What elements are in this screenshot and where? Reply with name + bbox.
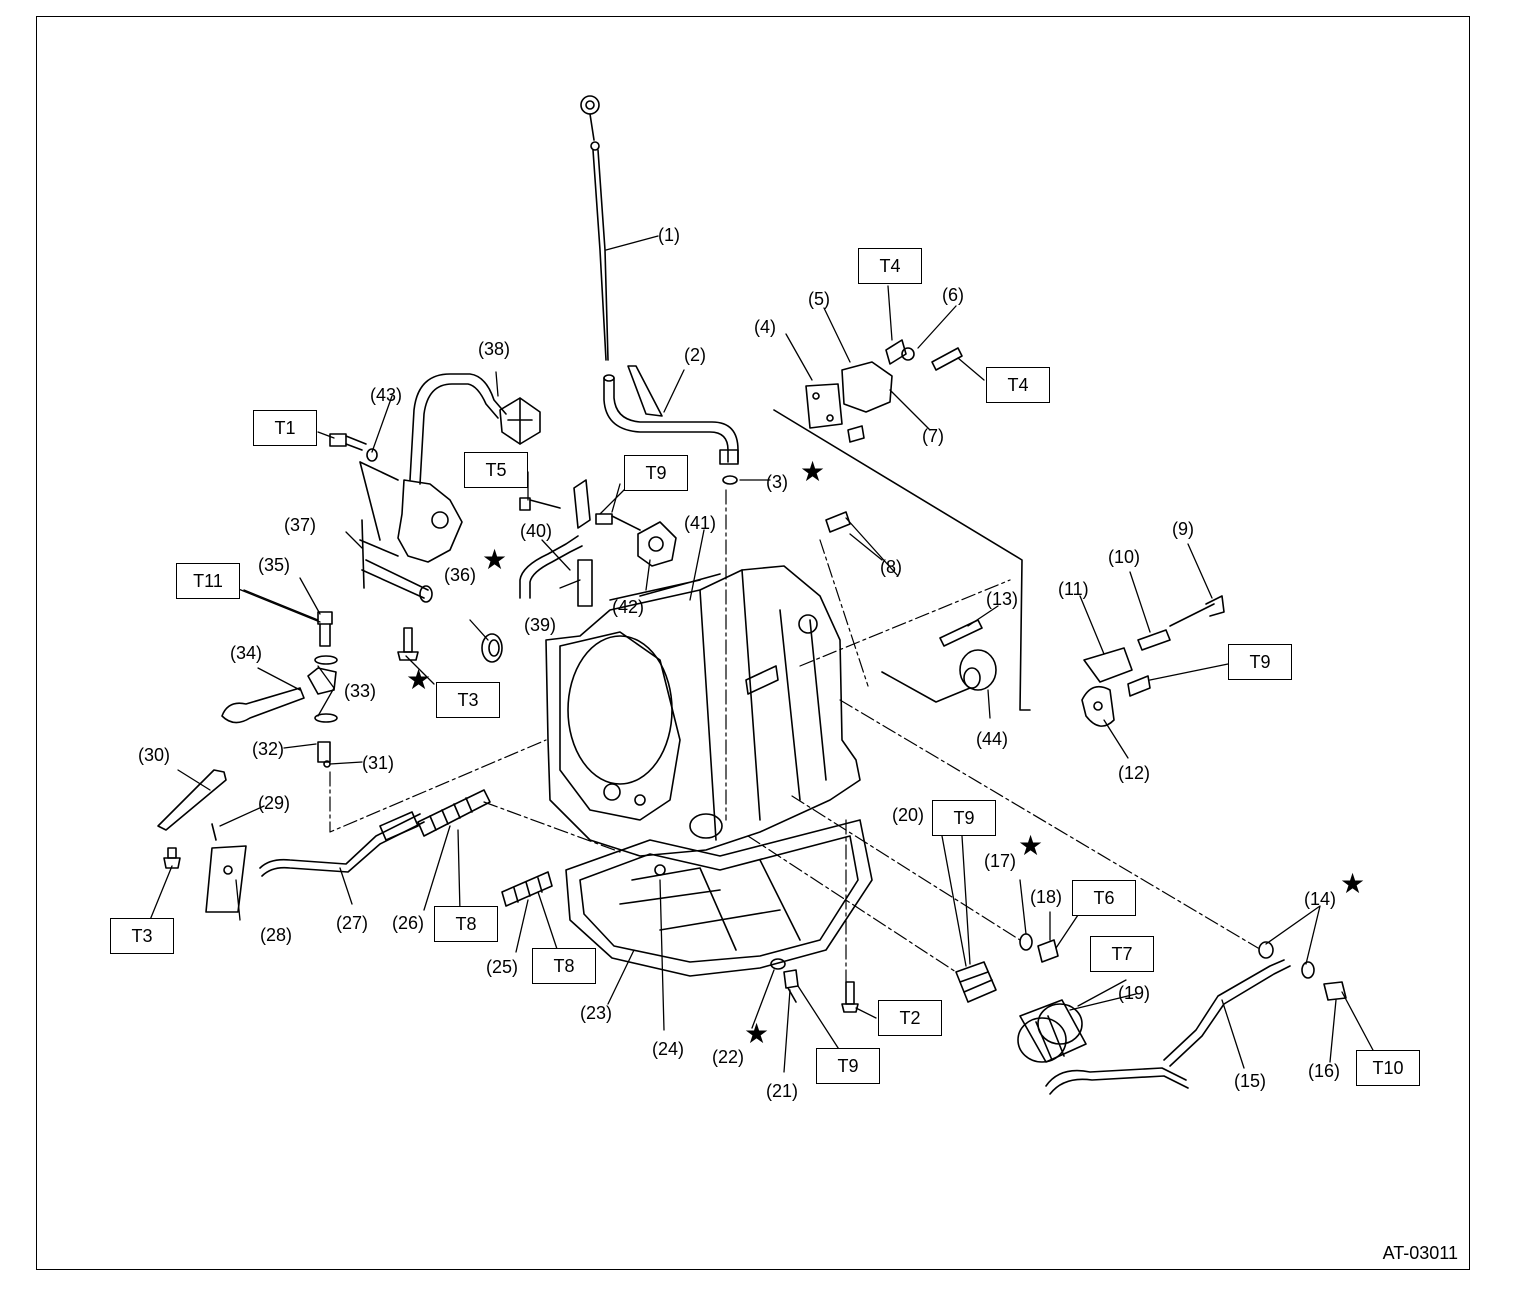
torque-box-t11: T11 — [176, 563, 240, 599]
callout-22: (22) — [712, 1047, 745, 1067]
torque-box-t7: T7 — [1090, 936, 1154, 972]
star-marker-17: ★ — [1018, 830, 1044, 861]
oil-cooler-pipe — [1045, 941, 1347, 1095]
stud-26 — [417, 789, 491, 837]
callout-11: (11) — [1058, 579, 1089, 599]
star-marker-33: ★ — [406, 664, 432, 695]
callout-20: (20) — [892, 805, 925, 825]
torque-box-t4-right: T4 — [986, 367, 1050, 403]
bolt-t3-upper — [397, 627, 419, 661]
callout-30: (30) — [138, 745, 171, 765]
torque-box-t8-right: T8 — [532, 948, 596, 984]
callout-31: (31) — [362, 753, 395, 773]
torque-box-t9-right: T9 — [1228, 644, 1292, 680]
callout-15: (15) — [1234, 1071, 1267, 1091]
inhibitor-switch-harness — [359, 373, 541, 563]
oil-filler-tube — [603, 365, 739, 465]
callout-26: (26) — [392, 913, 425, 933]
torque-box-t6: T6 — [1072, 880, 1136, 916]
callout-21: (21) — [766, 1081, 799, 1101]
detent-assembly — [221, 611, 338, 768]
torque-box-t8-left: T8 — [434, 906, 498, 942]
callout-13: (13) — [986, 589, 1019, 609]
callout-25: (25) — [486, 957, 519, 977]
union-bolt-parts — [1019, 933, 1059, 963]
breather-parts — [519, 479, 677, 607]
callout-27: (27) — [336, 913, 369, 933]
callout-43: (43) — [370, 385, 403, 405]
callout-32: (32) — [252, 739, 285, 759]
callout-38: (38) — [478, 339, 511, 359]
torque-box-t2: T2 — [878, 1000, 942, 1036]
select-cable — [259, 811, 425, 877]
stud-25 — [501, 871, 553, 907]
bolt-t1 — [329, 433, 378, 462]
torque-box-t3-upper: T3 — [436, 682, 500, 718]
torque-box-t9-mid: T9 — [932, 800, 996, 836]
callout-40: (40) — [520, 521, 553, 541]
callout-14: (14) — [1304, 889, 1337, 909]
reference-lines — [329, 489, 1259, 983]
callout-9: (9) — [1172, 519, 1194, 539]
callout-17: (17) — [984, 851, 1017, 871]
callout-29: (29) — [258, 793, 291, 813]
callout-37: (37) — [284, 515, 317, 535]
torque-box-t4-top: T4 — [858, 248, 922, 284]
callout-5: (5) — [808, 289, 830, 309]
torque-box-t10: T10 — [1356, 1050, 1420, 1086]
callout-23: (23) — [580, 1003, 613, 1023]
callout-39: (39) — [524, 615, 557, 635]
callout-2: (2) — [684, 345, 706, 365]
callout-10: (10) — [1108, 547, 1141, 567]
callout-28: (28) — [260, 925, 293, 945]
callout-33: (33) — [344, 681, 377, 701]
torque-box-t9-upper: T9 — [624, 455, 688, 491]
callout-7: (7) — [922, 426, 944, 446]
torque-box-t3-lower: T3 — [110, 918, 174, 954]
callout-34: (34) — [230, 643, 263, 663]
o-ring-3 — [722, 475, 738, 485]
callout-1: (1) — [658, 225, 680, 245]
oil-pan — [565, 819, 873, 977]
bracket-parts — [157, 769, 247, 913]
star-marker-14: ★ — [1340, 868, 1366, 899]
torque-box-t5: T5 — [464, 452, 528, 488]
callout-6: (6) — [942, 285, 964, 305]
transmission-case — [545, 565, 861, 857]
torque-box-t9-lower: T9 — [816, 1048, 880, 1084]
callout-24: (24) — [652, 1039, 685, 1059]
star-marker-22: ★ — [744, 1018, 770, 1049]
leader-lines — [149, 235, 1375, 1073]
callout-36: (36) — [444, 565, 477, 585]
callout-12: (12) — [1118, 763, 1151, 783]
callout-19: (19) — [1118, 983, 1151, 1003]
misc-small-parts — [825, 511, 997, 703]
star-marker-3: ★ — [800, 456, 826, 487]
callout-35: (35) — [258, 555, 291, 575]
manual-shaft — [361, 519, 433, 603]
callout-3: (3) — [766, 472, 788, 492]
callout-8: (8) — [880, 557, 902, 577]
oil-seal-36 — [481, 633, 503, 663]
callout-4: (4) — [754, 317, 776, 337]
solenoid-assembly — [773, 339, 1031, 711]
parking-pawl-parts — [1081, 595, 1225, 727]
star-marker-36: ★ — [482, 544, 508, 575]
diagram-frame — [36, 16, 1470, 1270]
dipstick — [580, 95, 609, 361]
drain-plug-parts — [770, 958, 859, 1013]
callout-18: (18) — [1030, 887, 1063, 907]
figure-id: AT-03011 — [1382, 1243, 1458, 1263]
torque-box-t1: T1 — [253, 410, 317, 446]
callout-16: (16) — [1308, 1061, 1341, 1081]
callout-42: (42) — [612, 597, 645, 617]
callout-44: (44) — [976, 729, 1009, 749]
oil-filter-parts — [955, 961, 1087, 1063]
callout-41: (41) — [684, 513, 717, 533]
